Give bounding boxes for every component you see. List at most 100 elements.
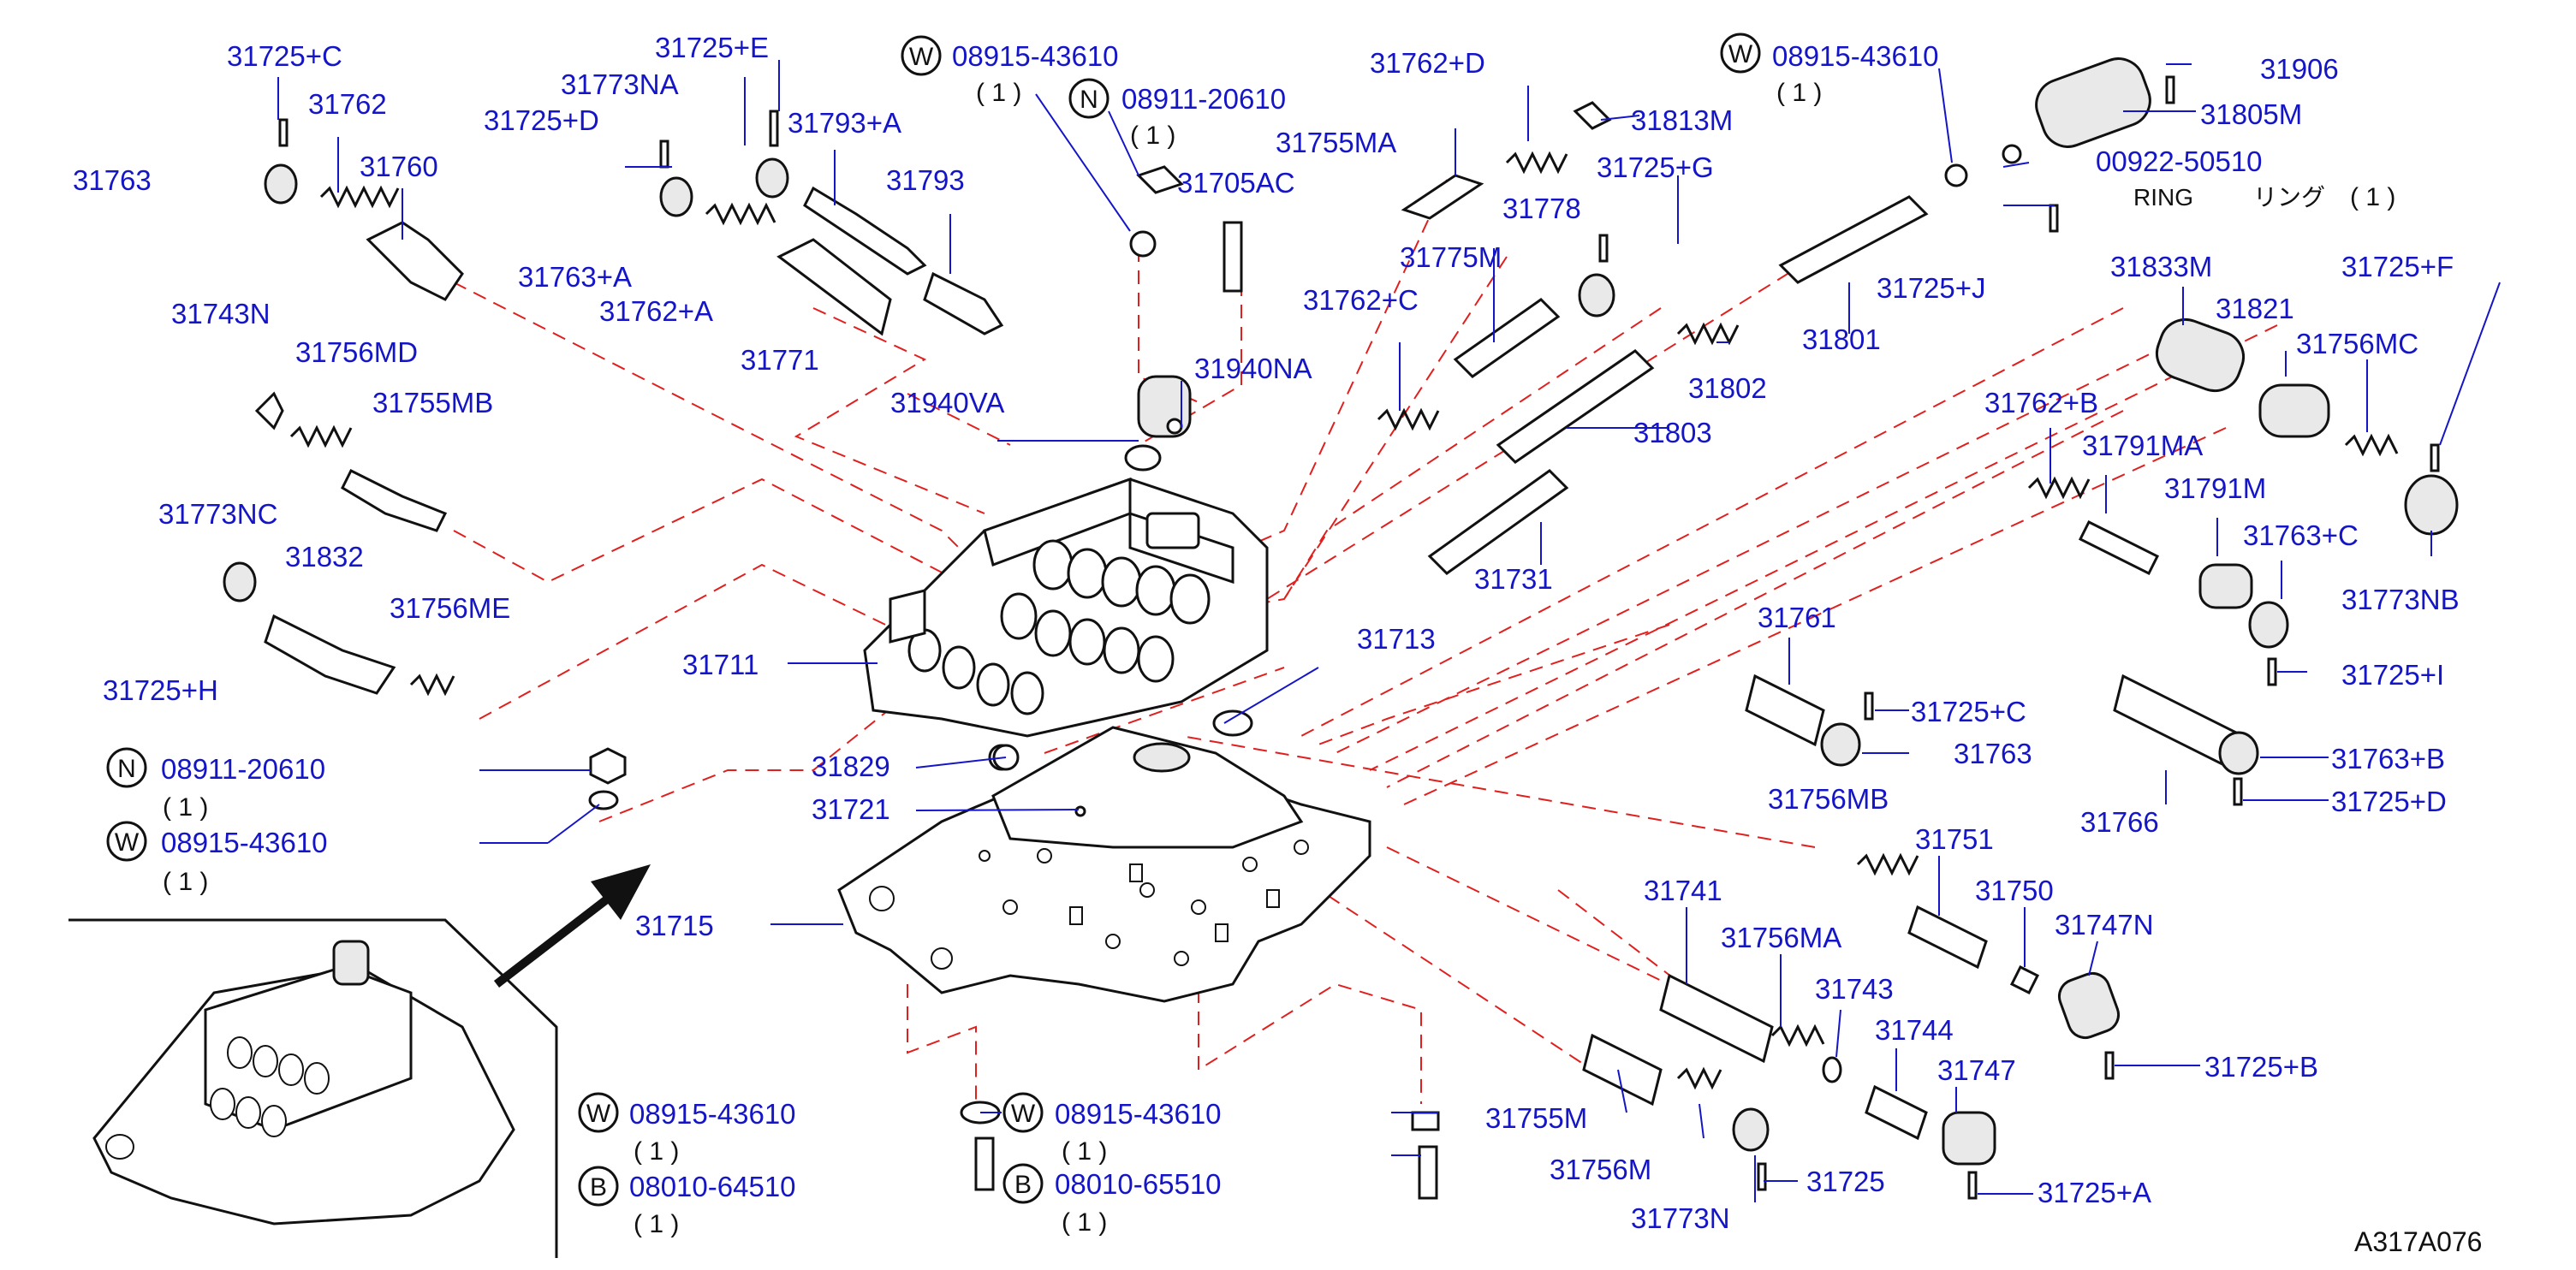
- quantity: ( 1 ): [634, 1137, 679, 1166]
- part-label: 31801: [1802, 323, 1881, 355]
- part-label: 31791M: [2164, 472, 2266, 504]
- part-label: 31750: [1975, 875, 2054, 906]
- part-label: 31771: [741, 344, 819, 376]
- part-label: 31741: [1644, 875, 1722, 906]
- part-label: 31743: [1815, 973, 1894, 1005]
- part-label: 31773NA: [561, 68, 679, 100]
- part-label: 31756MC: [2296, 328, 2418, 359]
- part-label: 31715: [635, 910, 714, 941]
- fastener-symbols: W N W N W W B W B: [106, 33, 1761, 1207]
- part-label: 31833M: [2110, 251, 2212, 282]
- part-label: 31793: [886, 164, 965, 196]
- washer-symbol: W: [115, 828, 140, 857]
- part-label: 31725+D: [2331, 786, 2447, 817]
- washer-symbol: W: [586, 1100, 611, 1128]
- part-label: 31725+H: [103, 674, 218, 706]
- quantity: ( 1 ): [163, 793, 208, 822]
- part-label: 31713: [1357, 623, 1436, 655]
- part-label: 31751: [1915, 823, 1994, 855]
- part-label: 08915-43610: [1772, 40, 1939, 72]
- view-arrow: [493, 864, 651, 988]
- part-label: 31756ME: [390, 592, 510, 624]
- part-label: 31773NB: [2341, 584, 2460, 615]
- part-label: 31773N: [1631, 1202, 1730, 1234]
- part-label: 31821: [2216, 293, 2294, 324]
- part-label: 08010-64510: [629, 1171, 796, 1202]
- diagram-code: A317A076: [2354, 1226, 2482, 1257]
- part-label: 31940NA: [1194, 353, 1312, 384]
- part-label: 31778: [1502, 193, 1581, 224]
- part-label: 08915-43610: [952, 40, 1119, 72]
- part-label: 08915-43610: [1055, 1098, 1222, 1130]
- part-label: 31763: [1954, 738, 2032, 769]
- part-label: 31906: [2260, 53, 2339, 85]
- part-label: 08915-43610: [161, 827, 328, 858]
- part-label: 00922-50510: [2096, 145, 2263, 177]
- part-label: 31763: [73, 164, 152, 196]
- quantity: ( 1 ): [1130, 122, 1175, 150]
- part-label: 31763+C: [2243, 519, 2359, 551]
- part-label: 08010-65510: [1055, 1168, 1222, 1200]
- part-label: 31725+G: [1597, 151, 1714, 183]
- part-label: 31793+A: [788, 107, 901, 139]
- part-label: 31725+B: [2204, 1051, 2318, 1083]
- part-label: 31802: [1688, 372, 1767, 404]
- nut-symbol: N: [1080, 86, 1098, 114]
- part-label: 31813M: [1631, 104, 1733, 136]
- part-label: 31755MA: [1276, 127, 1396, 158]
- part-label: 31763+A: [518, 261, 632, 293]
- part-label: 31773NC: [158, 498, 277, 530]
- bolt-symbol: B: [1014, 1171, 1032, 1199]
- quantity: ( 1 ): [163, 868, 208, 896]
- part-label: 31832: [285, 541, 364, 573]
- part-label: 31940VA: [890, 387, 1004, 418]
- quantity: ( 1 ): [1062, 1137, 1107, 1166]
- part-label: 31791MA: [2082, 430, 2203, 461]
- part-label: 31725+D: [484, 104, 599, 136]
- part-label: 31725+E: [655, 32, 769, 63]
- part-label: 31747N: [2055, 909, 2154, 941]
- part-label: 31744: [1875, 1014, 1954, 1046]
- quantity: ( 1 ): [1776, 79, 1822, 107]
- part-label: 08911-20610: [161, 753, 325, 785]
- gasket-31721: [988, 726, 1304, 849]
- part-label: 31725+C: [227, 40, 342, 72]
- leader-lines: [277, 60, 2501, 1202]
- nut-symbol: N: [117, 755, 136, 783]
- part-label: 31705AC: [1177, 167, 1295, 199]
- part-label: 31766: [2080, 806, 2159, 838]
- part-label: 31762: [308, 88, 387, 120]
- bolt-symbol: B: [590, 1173, 607, 1202]
- ring-label: RING: [2133, 184, 2193, 211]
- part-label: 31760: [360, 151, 438, 182]
- part-label: 31755MB: [372, 387, 493, 418]
- quantity: ( 1 ): [1062, 1208, 1107, 1237]
- part-labels: 31725+C 31762 31763 31760 31773NA 31725+…: [73, 32, 2482, 1257]
- part-label: 31763+B: [2331, 743, 2445, 774]
- part-label: 31756M: [1550, 1154, 1651, 1185]
- part-label: 31762+B: [1984, 387, 2098, 418]
- part-label: 31725+J: [1877, 272, 1986, 304]
- part-label: 31725+C: [1911, 696, 2026, 727]
- quantity: ( 1 ): [634, 1210, 679, 1238]
- part-label: 31731: [1474, 563, 1553, 595]
- part-label: 31761: [1758, 602, 1836, 633]
- part-label: 31762+A: [599, 295, 713, 327]
- quantity: ( 1 ): [976, 79, 1021, 107]
- valve-parts: [223, 57, 2459, 1200]
- part-label: 31775M: [1400, 241, 1502, 273]
- quantity: ( 1 ): [2350, 183, 2395, 211]
- part-label: 31725: [1806, 1166, 1885, 1197]
- overview-inset: [68, 918, 558, 1258]
- part-label: 31743N: [171, 298, 271, 329]
- part-label: 08911-20610: [1121, 83, 1286, 115]
- part-label: 08915-43610: [629, 1098, 796, 1130]
- part-label: 31747: [1937, 1054, 2016, 1086]
- part-label: 31756MD: [295, 336, 418, 368]
- ring-label-jp: リング: [2253, 184, 2325, 211]
- washer-symbol: W: [909, 43, 934, 71]
- control-valve-body: [863, 477, 1269, 738]
- part-label: 31725+I: [2341, 659, 2444, 691]
- part-label: 31829: [812, 751, 890, 782]
